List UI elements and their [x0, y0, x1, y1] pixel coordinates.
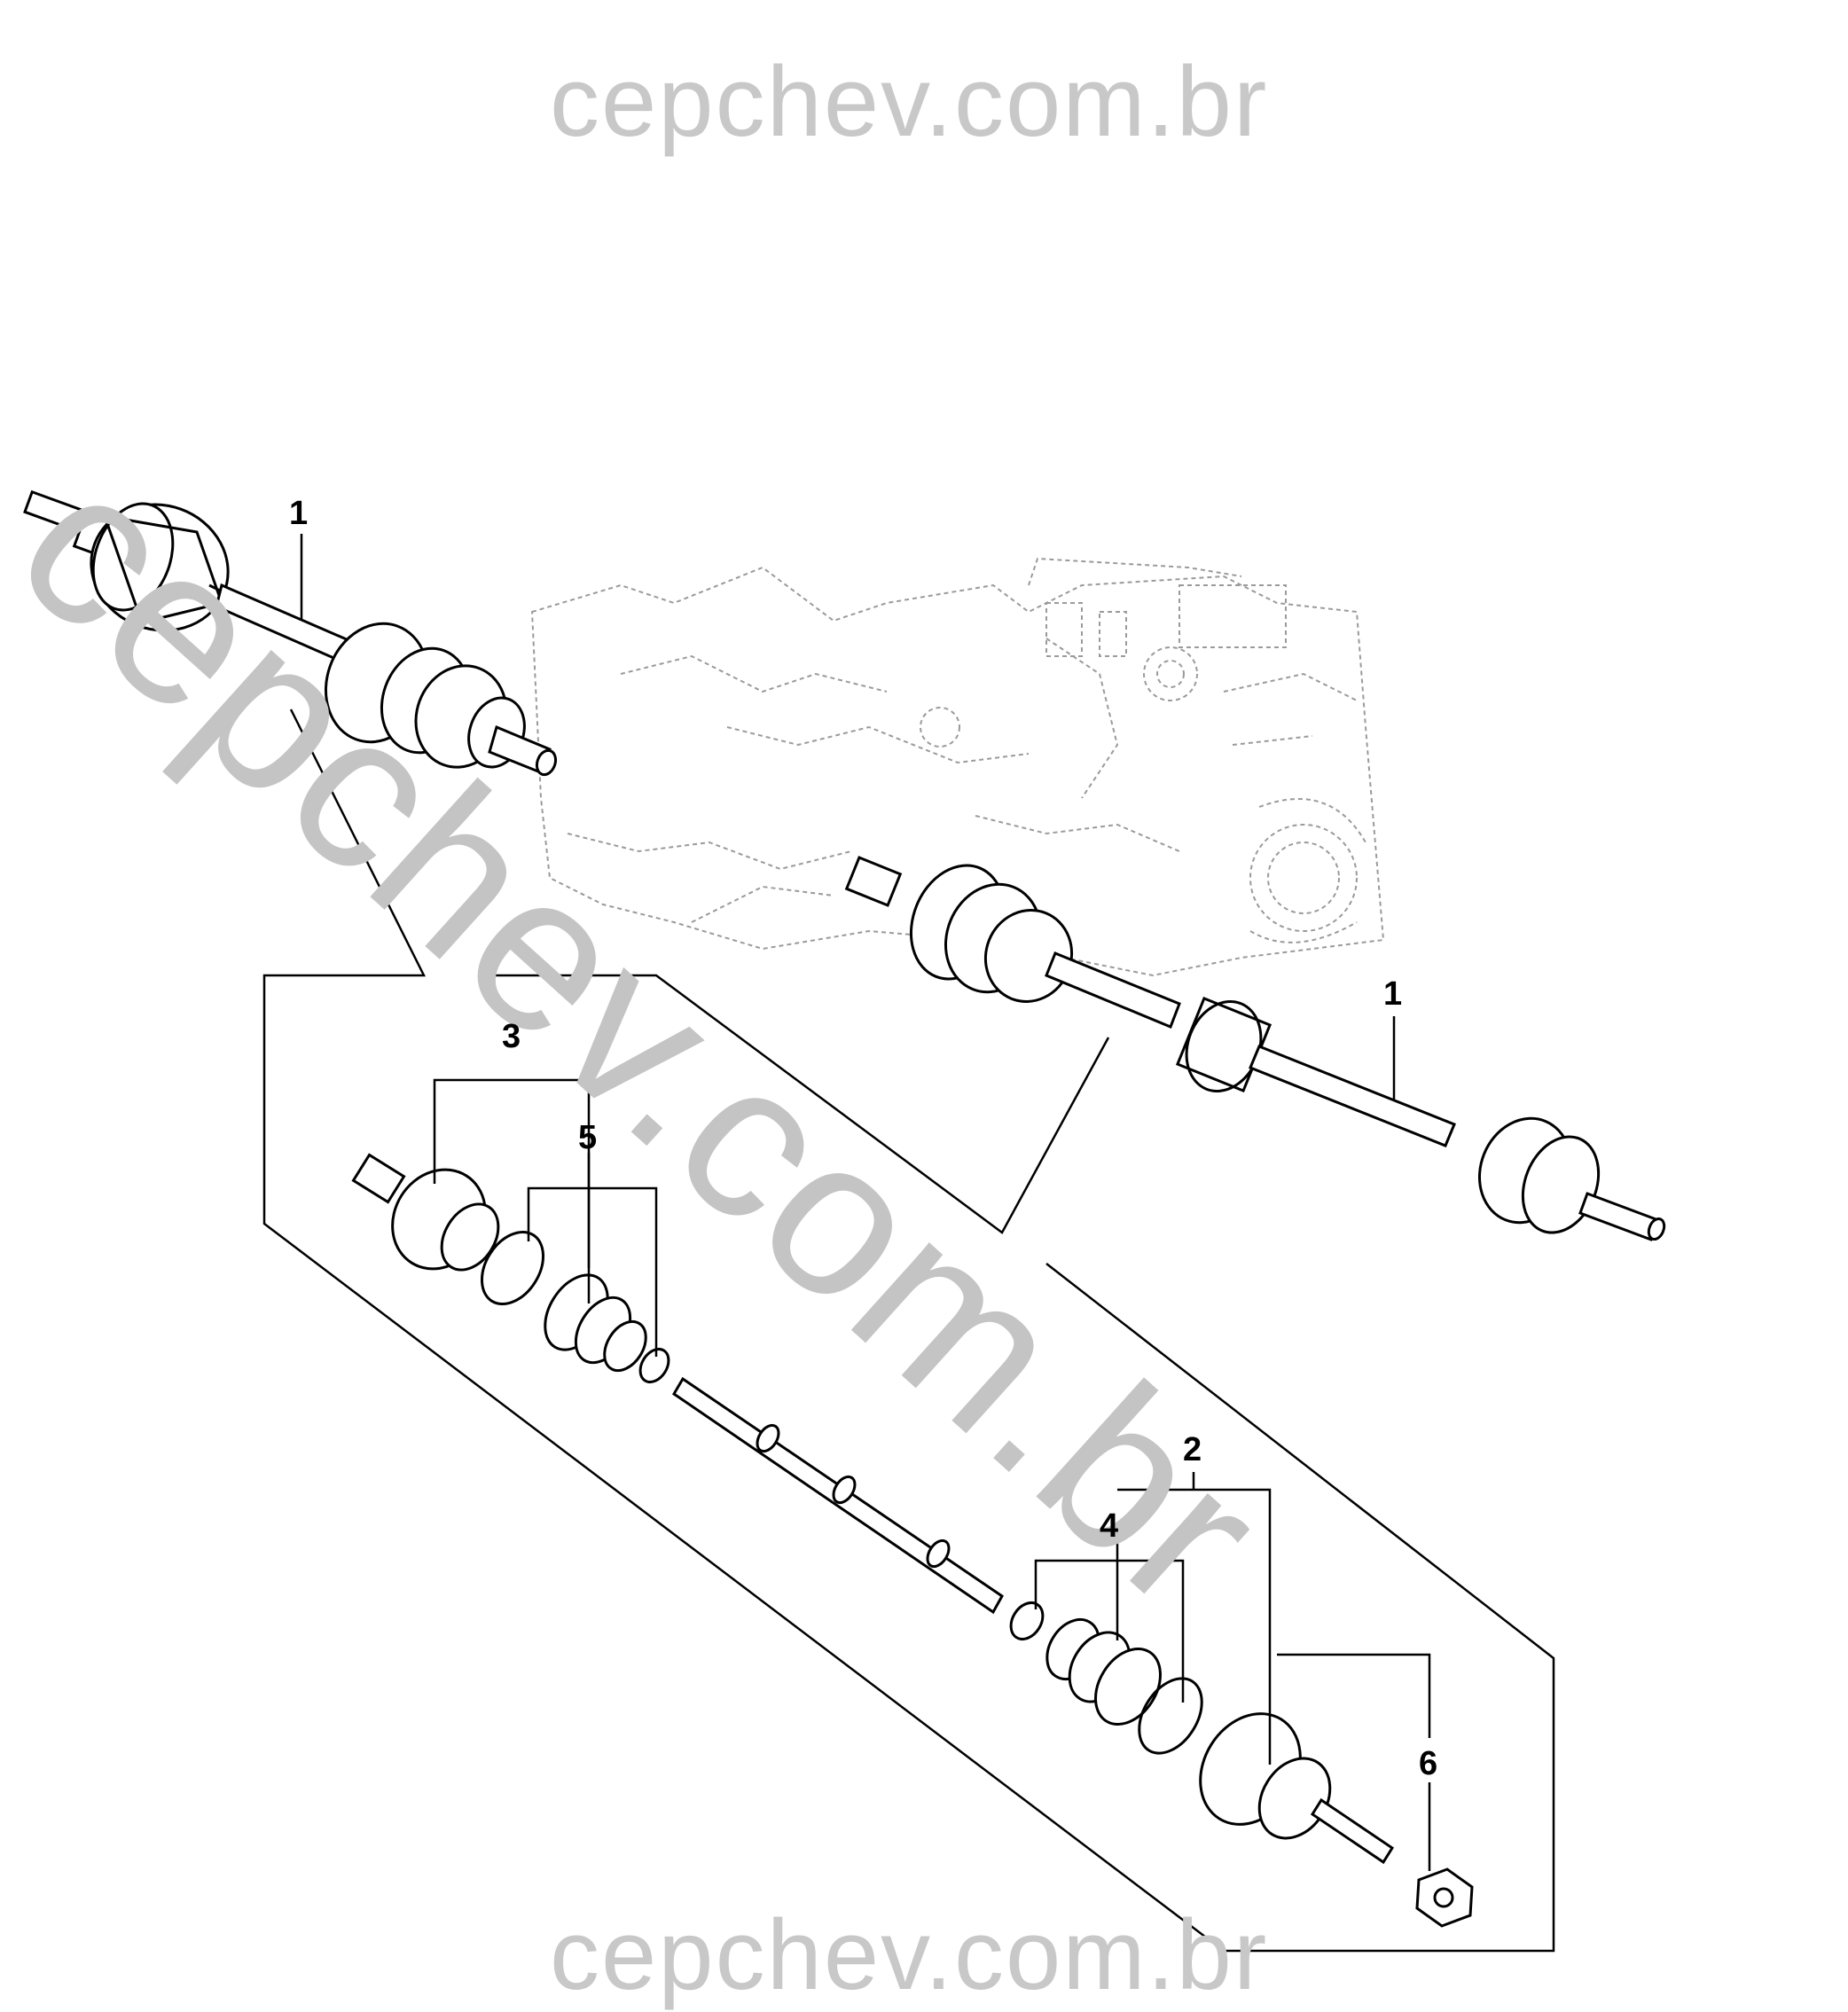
callout-2: 2	[1183, 1431, 1202, 1468]
callout-5: 5	[578, 1119, 598, 1156]
callout-1-left: 1	[289, 495, 309, 532]
callout-3: 3	[502, 1018, 521, 1055]
callout-1-right: 1	[1383, 975, 1403, 1013]
leader-4	[1034, 1559, 1185, 1703]
callout-4: 4	[1100, 1507, 1119, 1545]
drive-shaft-right-assembly	[844, 856, 1666, 1241]
watermark-top: cepchev.com.br	[550, 46, 1269, 157]
leader-5	[527, 1186, 658, 1357]
drive-shaft-left-assembly	[23, 489, 558, 777]
leader-6	[1277, 1653, 1431, 1738]
transmission-background-sketch	[530, 557, 1385, 977]
exploded-components	[351, 1153, 1474, 1928]
watermark-bottom: cepchev.com.br	[550, 1899, 1269, 2010]
callout-6: 6	[1419, 1745, 1438, 1782]
exploded-view-frame	[262, 709, 1555, 1953]
leader-2	[1117, 1488, 1272, 1765]
callout-leaders	[300, 534, 1431, 1871]
